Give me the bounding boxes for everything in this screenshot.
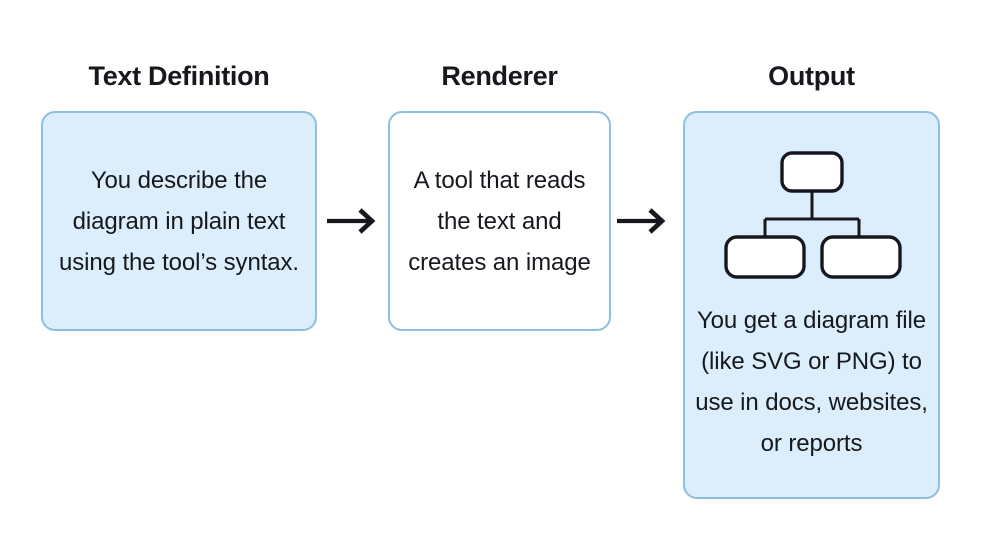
stage-box-text-definition: You describe the diagram in plain text u…	[41, 111, 317, 331]
stage-box-output: You get a diagram file (like SVG or PNG)…	[683, 111, 940, 499]
stage-heading-output: Output	[768, 61, 855, 91]
stage-body-renderer: A tool that reads the text and creates a…	[408, 166, 591, 276]
stage-body-output: You get a diagram file (like SVG or PNG)…	[695, 306, 928, 457]
stage-heading-renderer: Renderer	[441, 61, 558, 91]
stage-heading-text-definition: Text Definition	[88, 61, 270, 91]
stage-box-renderer: A tool that reads the text and creates a…	[388, 111, 611, 331]
arrow-right-icon	[615, 203, 671, 239]
org-chart-icon	[712, 147, 912, 282]
stage-body-text-definition: You describe the diagram in plain text u…	[59, 166, 299, 276]
arrow-right-icon	[325, 203, 381, 239]
